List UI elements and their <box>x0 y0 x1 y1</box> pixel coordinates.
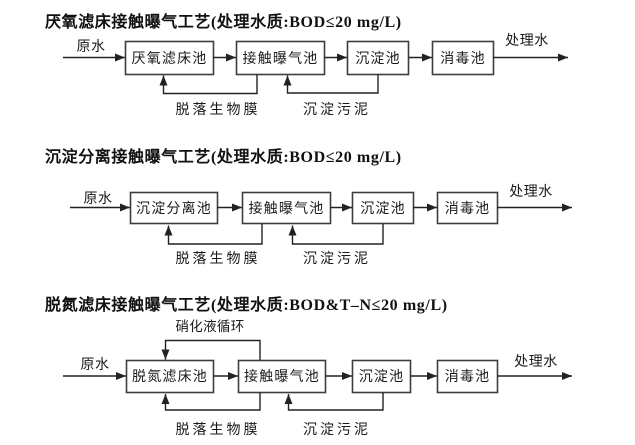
process-box-label: 接触曝气池 <box>249 200 325 217</box>
sludge-return-arrow <box>283 74 379 94</box>
process-box-contact-aeration <box>241 191 332 225</box>
output-label: 处理水 <box>505 33 549 49</box>
process-box-label: 消毒池 <box>440 51 486 67</box>
sludge-return-arrow <box>284 392 384 411</box>
process-box-label: 厌氧滤床池 <box>132 51 208 67</box>
input-label: 原水 <box>77 39 106 55</box>
biofilm-return-arrow <box>159 74 258 95</box>
biofilm-return-arrow <box>164 223 263 245</box>
process-box-label: 沉淀池 <box>360 201 406 217</box>
process-box-sedimentation <box>351 191 415 225</box>
process-box-sedimentation-separation <box>129 191 219 225</box>
process-box-label: 接触曝气池 <box>243 50 319 67</box>
nitrified-recycle-arrow <box>161 339 261 360</box>
sludge-return-label: 沉淀污泥 <box>303 422 371 438</box>
diagram-title-denitrification-filter: 脱氮滤床接触曝气工艺(处理水质:BOD&T–N≤20 mg/L) <box>45 297 448 314</box>
flow-diagram-sedimentation-separation: 原水 沉淀分离池 接触曝气池 沉淀池 消毒池 处理水 脱落生物膜 沉淀污泥 <box>70 184 572 267</box>
sludge-return-label: 沉淀污泥 <box>303 102 371 118</box>
biofilm-return-arrow <box>161 392 261 411</box>
biofilm-return-label: 脱落生物膜 <box>176 102 261 118</box>
input-label: 原水 <box>81 357 110 373</box>
process-box-label: 沉淀池 <box>359 369 405 385</box>
process-box-label: 脱氮滤床池 <box>132 369 208 385</box>
process-box-label: 沉淀分离池 <box>136 200 212 217</box>
process-box-disinfection <box>436 359 499 394</box>
process-box-disinfection <box>431 40 495 76</box>
diagram-title-sedimentation-separation: 沉淀分离接触曝气工艺(处理水质:BOD≤20 mg/L) <box>45 149 402 166</box>
output-label: 处理水 <box>514 354 558 370</box>
process-box-label: 沉淀池 <box>355 51 401 67</box>
flow-diagram-denitrification-filter: 硝化液循环 原水 脱氮滤床池 接触曝气池 沉淀池 消毒池 处理水 脱落生物膜 沉… <box>63 319 572 438</box>
process-box-sedimentation <box>346 40 410 76</box>
sludge-return-arrow <box>288 223 384 245</box>
process-box-denitrification-filter <box>125 359 215 394</box>
sludge-return-label: 沉淀污泥 <box>303 251 371 267</box>
biofilm-return-label: 脱落生物膜 <box>176 251 261 267</box>
process-box-label: 消毒池 <box>445 369 491 385</box>
output-label: 处理水 <box>509 184 553 200</box>
biofilm-return-label: 脱落生物膜 <box>176 422 261 438</box>
process-box-contact-aeration <box>237 359 327 394</box>
process-box-label: 接触曝气池 <box>244 368 320 385</box>
nitrified-recycle-label: 硝化液循环 <box>176 319 245 334</box>
process-box-sedimentation <box>351 359 412 394</box>
diagram-title-anaerobic-filter: 厌氧滤床接触曝气工艺(处理水质:BOD≤20 mg/L) <box>45 14 402 31</box>
input-label: 原水 <box>84 191 113 207</box>
flow-diagram-anaerobic-filter: 原水 厌氧滤床池 接触曝气池 沉淀池 消毒池 处理水 脱落生物膜 沉淀污泥 <box>63 33 568 118</box>
process-box-label: 消毒池 <box>445 201 491 217</box>
